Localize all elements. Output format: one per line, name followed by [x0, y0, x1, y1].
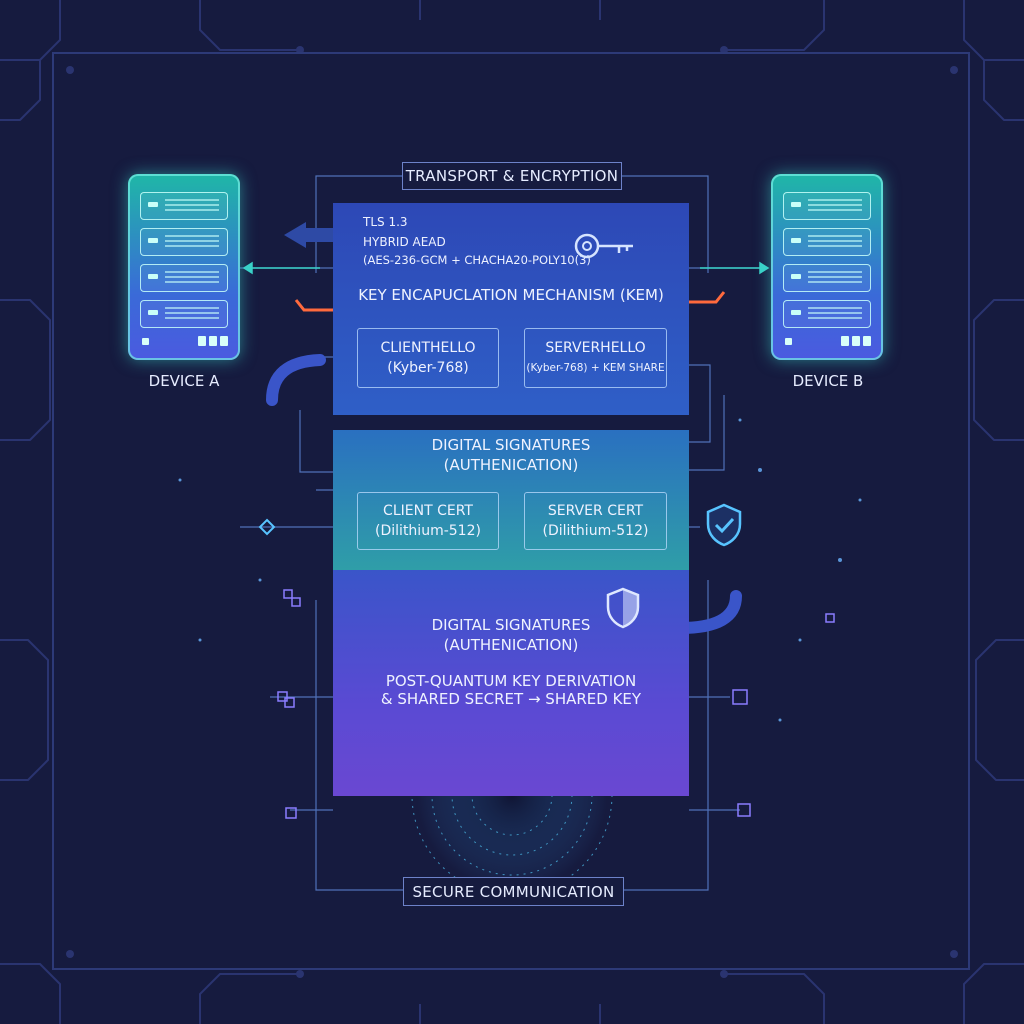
server-cert-box: SERVER CERT (Dilithium-512): [524, 492, 667, 550]
serverhello-title: SERVERHELLO: [545, 340, 646, 356]
device-foot: [783, 336, 871, 346]
server-slot: [783, 264, 871, 292]
tls-version: TLS 1.3: [363, 215, 408, 229]
server-slot: [140, 228, 228, 256]
hybrid-aead: HYBRID AEAD: [363, 235, 446, 249]
device-b-label: DEVICE B: [792, 372, 864, 390]
server-slot: [783, 228, 871, 256]
pq-signatures-title: DIGITAL SIGNATURES: [431, 616, 591, 634]
server-slot: [140, 264, 228, 292]
cipher-suites: (AES-236-GCM + CHACHA20-POLY10(3): [363, 253, 591, 267]
server-slot: [783, 300, 871, 328]
client-cert-box: CLIENT CERT (Dilithium-512): [357, 492, 499, 550]
diagram-frame: [52, 52, 970, 970]
digital-signatures-panel: DIGITAL SIGNATURES (AUTHENICATION) CLIEN…: [333, 430, 689, 570]
shield-check-icon: [706, 503, 742, 547]
pq-derivation-subtitle: & SHARED SECRET → SHARED KEY: [380, 690, 642, 708]
key-icon: [574, 233, 633, 259]
diamond-node-icon: [258, 518, 276, 536]
secure-communication-label: SECURE COMMUNICATION: [403, 877, 624, 906]
clienthello-box: CLIENTHELLO (Kyber-768): [357, 328, 499, 388]
client-cert-title: CLIENT CERT: [383, 503, 473, 519]
device-a-label: DEVICE A: [148, 372, 220, 390]
client-cert-sub: (Dilithium-512): [375, 523, 481, 539]
clienthello-title: CLIENTHELLO: [380, 340, 476, 356]
device-b-server-icon: [771, 174, 883, 360]
server-slot: [140, 192, 228, 220]
server-slot: [140, 300, 228, 328]
transport-encryption-label: TRANSPORT & ENCRYPTION: [402, 162, 622, 190]
device-foot: [140, 336, 228, 346]
pq-derivation-title: POST-QUANTUM KEY DERIVATION: [385, 672, 637, 690]
pq-signatures-subtitle: (AUTHENICATION): [443, 636, 579, 654]
signatures-subtitle: (AUTHENICATION): [443, 456, 579, 474]
tls-kem-panel: TLS 1.3 HYBRID AEAD (AES-236-GCM + CHACH…: [333, 203, 689, 415]
arrow-left-icon: [284, 222, 338, 248]
shield-icon: [606, 587, 640, 629]
server-slot: [783, 192, 871, 220]
serverhello-sub: (Kyber-768) + KEM SHARE: [526, 362, 665, 374]
square-node-icon: [277, 589, 835, 819]
server-cert-title: SERVER CERT: [547, 503, 644, 519]
device-a-server-icon: [128, 174, 240, 360]
server-cert-sub: (Dilithium-512): [542, 523, 649, 539]
clienthello-sub: (Kyber-768): [387, 360, 469, 376]
serverhello-box: SERVERHELLO (Kyber-768) + KEM SHARE: [524, 328, 667, 388]
signatures-title: DIGITAL SIGNATURES: [431, 436, 591, 454]
kem-title: KEY ENCAPUCLATION MECHANISM (KEM): [358, 286, 664, 304]
